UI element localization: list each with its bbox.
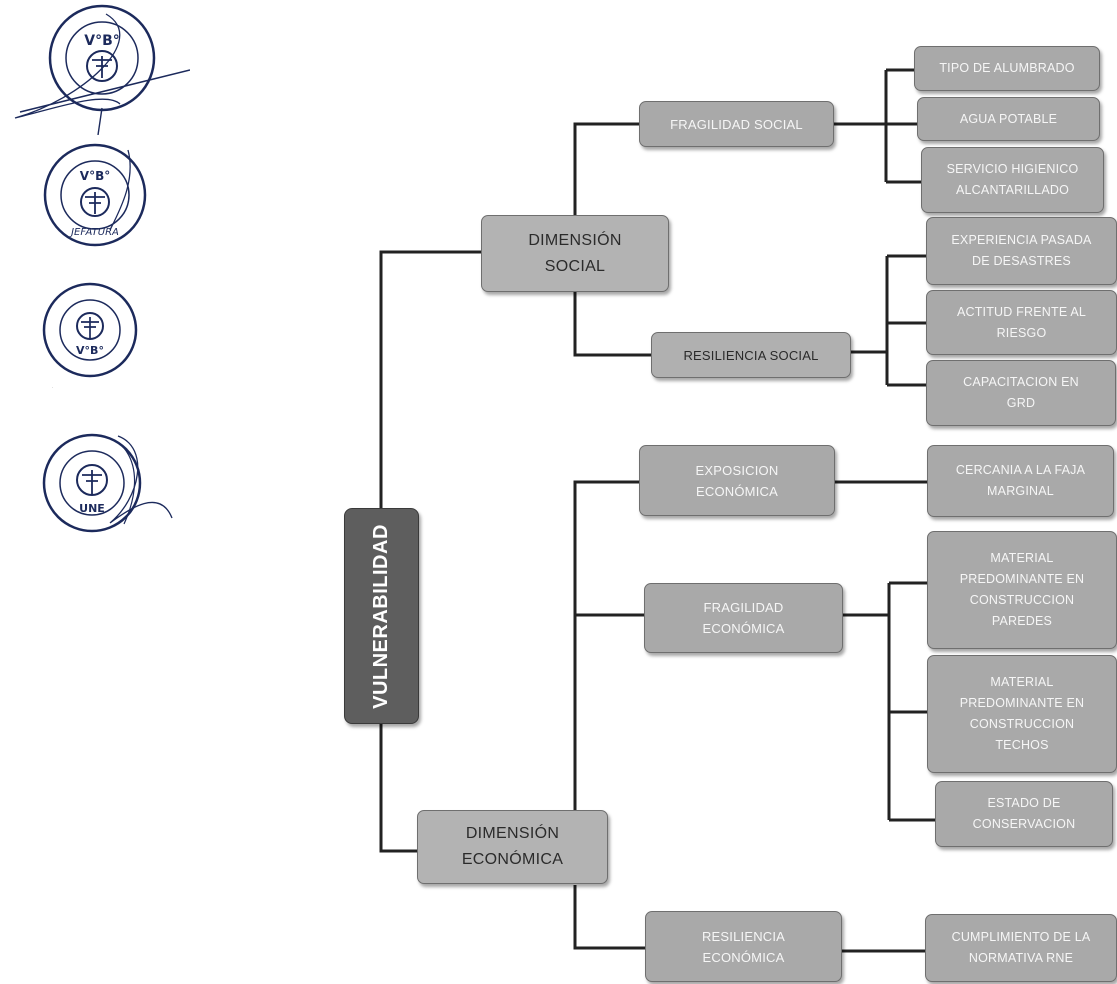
- factor-fragilidad-economica: FRAGILIDAD ECONÓMICA: [644, 583, 843, 653]
- item-servicio-higienico: SERVICIO HIGIENICO ALCANTARILLADO: [921, 147, 1104, 213]
- factor-resiliencia-economica: RESILIENCIA ECONÓMICA: [645, 911, 842, 982]
- seal-administracion-icon: UNE: [42, 433, 173, 533]
- item-cumplimiento-normativa: CUMPLIMIENTO DE LA NORMATIVA RNE: [925, 914, 1117, 982]
- connector-resiliencia-social-items: [851, 254, 926, 387]
- stamp-administracion: UNE: [40, 428, 175, 543]
- factor-exposicion-economica: EXPOSICION ECONÓMICA: [639, 445, 835, 516]
- stamp-modernizacion: V°B° .: [40, 280, 140, 390]
- factor-resiliencia-social: RESILIENCIA SOCIAL: [651, 332, 851, 378]
- item-actitud-frente-riesgo: ACTITUD FRENTE AL RIESGO: [926, 290, 1117, 355]
- item-capacitacion-grd: CAPACITACION EN GRD: [926, 360, 1116, 426]
- item-material-techos: MATERIAL PREDOMINANTE EN CONSTRUCCION TE…: [927, 655, 1117, 773]
- item-material-paredes: MATERIAL PREDOMINANTE EN CONSTRUCCION PA…: [927, 531, 1117, 649]
- root-label: VULNERABILIDAD: [370, 523, 392, 709]
- root-node-vulnerabilidad: VULNERABILIDAD: [344, 508, 419, 724]
- connector-fragilidad-economica-items: [843, 581, 935, 822]
- seal-modernizacion-icon: V°B° .: [42, 282, 138, 389]
- svg-text:V°B°: V°B°: [76, 344, 104, 357]
- connector-root-social: [379, 250, 481, 508]
- connector-social-resiliencia: [573, 292, 651, 357]
- svg-text:JEFATURA: JEFATURA: [69, 227, 119, 238]
- svg-text:V°B°: V°B°: [84, 33, 120, 49]
- stamp-planeamiento: V°B°: [10, 0, 190, 135]
- connector-economica-exposicion: [573, 480, 639, 810]
- connector-economica-resiliencia: [573, 885, 645, 950]
- item-cercania-faja-marginal: CERCANIA A LA FAJA MARGINAL: [927, 445, 1114, 517]
- item-tipo-de-alumbrado: TIPO DE ALUMBRADO: [914, 46, 1100, 91]
- seal-asesoria-icon: V°B° JEFATURA: [43, 143, 147, 247]
- connector-fragilidad-social-items: [834, 68, 921, 184]
- svg-text:UNE: UNE: [79, 502, 105, 515]
- dimension-social-node: DIMENSIÓN SOCIAL: [481, 215, 669, 292]
- stamp-asesoria-legal: V°B° JEFATURA: [40, 140, 150, 250]
- stamp-small-mark: .: [52, 384, 53, 389]
- connector-root-economica: [379, 724, 417, 853]
- item-experiencia-pasada: EXPERIENCIA PASADA DE DESASTRES: [926, 217, 1117, 285]
- factor-fragilidad-social: FRAGILIDAD SOCIAL: [639, 101, 834, 147]
- seal-planeamiento-icon: V°B°: [14, 4, 190, 135]
- item-estado-conservacion: ESTADO DE CONSERVACION: [935, 781, 1113, 847]
- svg-text:V°B°: V°B°: [80, 169, 110, 183]
- dimension-economica-node: DIMENSIÓN ECONÓMICA: [417, 810, 608, 884]
- item-agua-potable: AGUA POTABLE: [917, 97, 1100, 141]
- connector-social-fragilidad: [573, 122, 639, 215]
